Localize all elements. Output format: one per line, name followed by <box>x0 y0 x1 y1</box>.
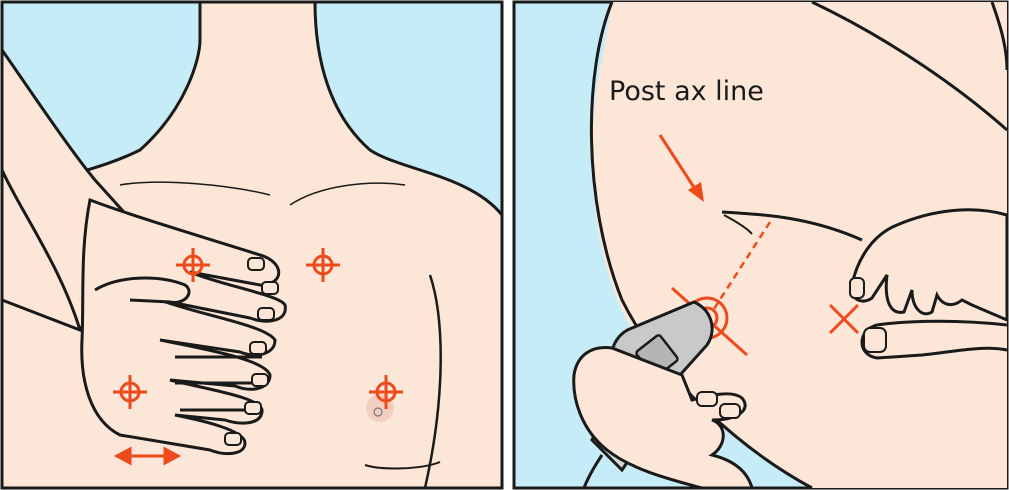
nail <box>252 374 268 386</box>
nail <box>250 342 266 354</box>
thumb-nail <box>864 328 886 352</box>
finger-nail <box>697 392 717 406</box>
anterior-chest-illustration <box>0 0 504 490</box>
nail <box>245 402 261 414</box>
finger-nail <box>850 278 864 298</box>
nail <box>258 308 274 320</box>
nail <box>225 433 241 445</box>
anterior-chest-panel <box>0 0 504 490</box>
lateral-chest-illustration <box>512 0 1009 490</box>
nail <box>262 282 278 294</box>
nail <box>248 258 264 270</box>
post-ax-line-label: Post ax line <box>609 76 764 107</box>
finger-nail <box>720 404 740 418</box>
lateral-chest-panel: Post ax line <box>512 0 1009 490</box>
